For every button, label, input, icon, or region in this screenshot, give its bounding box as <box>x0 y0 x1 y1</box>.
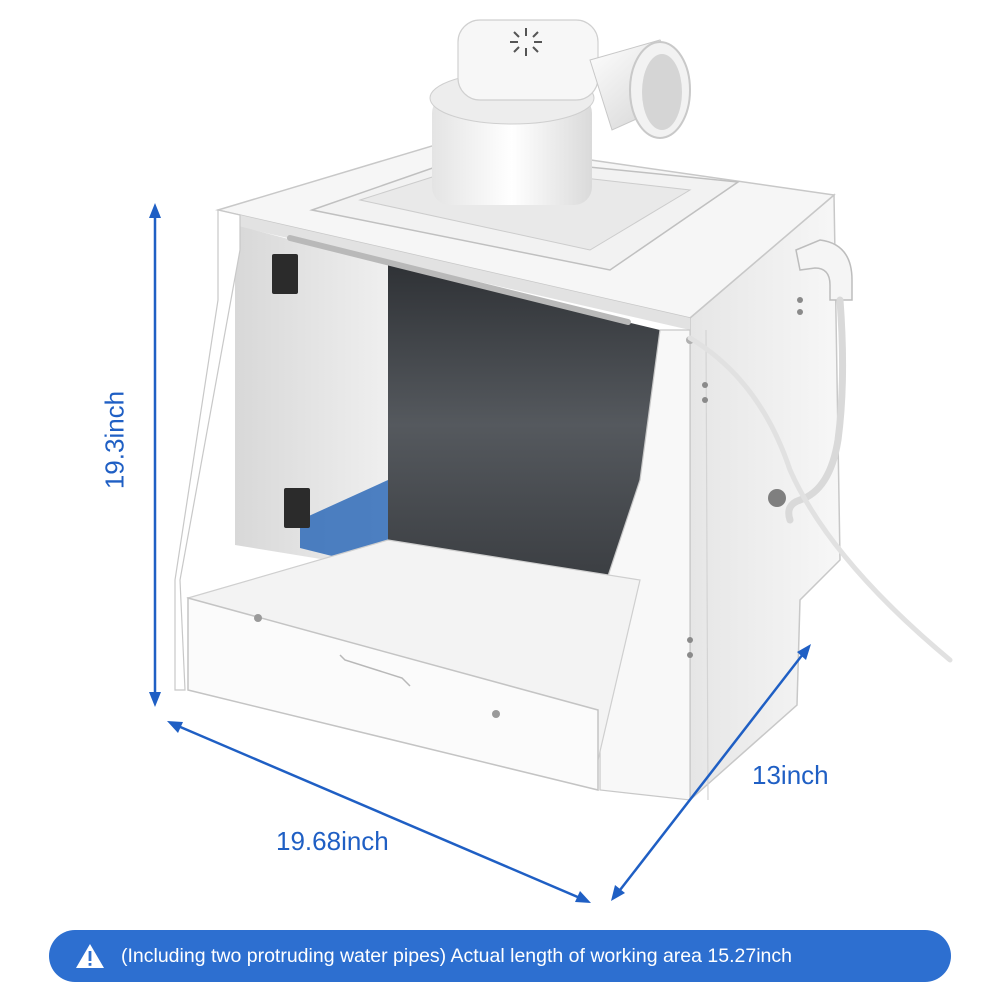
dimension-arrows <box>149 203 811 903</box>
back-window <box>388 265 660 585</box>
warning-icon <box>76 944 104 968</box>
width-arrow <box>177 724 581 900</box>
hinge-bottom <box>284 488 310 528</box>
width-dimension-label: 19.68inch <box>276 826 389 856</box>
front-left-panel <box>174 209 241 691</box>
depth-dimension-label: 13inch <box>752 760 829 790</box>
inner-left-wall <box>235 225 388 570</box>
banner-text: (Including two protruding water pipes) A… <box>121 944 792 967</box>
water-pipes <box>687 239 953 663</box>
front-right-panel <box>599 329 691 801</box>
hose-left <box>687 335 953 663</box>
info-banner: (Including two protruding water pipes) A… <box>49 930 951 982</box>
height-dimension-label: 19.3inch <box>99 390 130 490</box>
exhaust-fan <box>309 19 741 271</box>
hose-right <box>785 296 847 524</box>
light-rod <box>287 235 631 325</box>
elbow-pipe <box>795 239 853 301</box>
front-drawer <box>187 597 599 791</box>
depth-arrow <box>619 653 804 891</box>
hinge-top <box>272 254 298 294</box>
